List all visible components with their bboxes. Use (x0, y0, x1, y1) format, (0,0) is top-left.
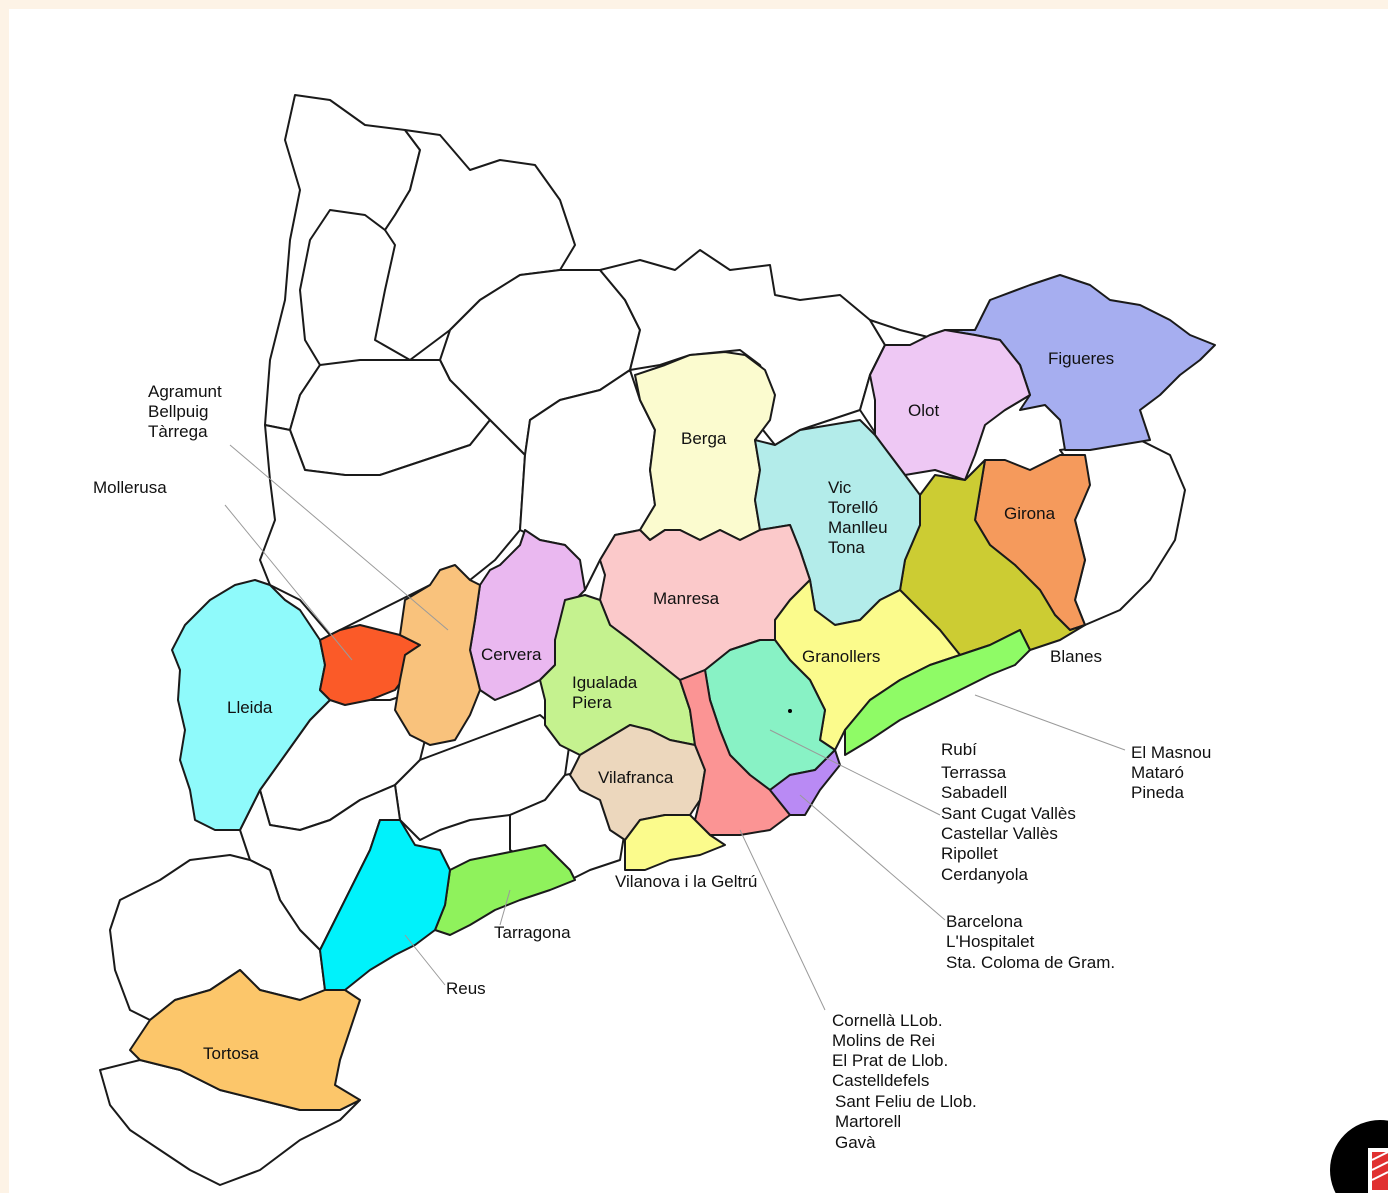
label-igualada-1: Igualada (572, 673, 638, 692)
label-cervera: Cervera (481, 645, 542, 664)
label-berga: Berga (681, 429, 727, 448)
leader-maresme (974, 694, 1126, 751)
region-ripolles[interactable] (599, 249, 886, 446)
region-tarragona[interactable] (434, 844, 576, 936)
label-terrassa-3: Sabadell (941, 783, 1007, 802)
label-barcelona-2: L'Hospitalet (946, 932, 1035, 951)
leader-mollerusa (224, 504, 353, 661)
logo-icon (1330, 1120, 1388, 1193)
region-tarrega[interactable] (394, 564, 481, 746)
label-reus: Reus (446, 979, 486, 998)
label-tarragona: Tarragona (494, 923, 571, 942)
label-granollers: Granollers (802, 647, 880, 666)
coloured-regions (129, 274, 1216, 1111)
label-tarrega-2: Bellpuig (148, 402, 209, 421)
region-reus[interactable] (319, 819, 451, 991)
label-terrassa-4: Sant Cugat Vallès (941, 804, 1076, 823)
label-vic-1: Vic (828, 478, 852, 497)
label-girona: Girona (1004, 504, 1056, 523)
label-maresme-1: El Masnou (1131, 743, 1211, 762)
label-maresme-3: Pineda (1131, 783, 1184, 802)
label-terrassa-5: Castellar Vallès (941, 824, 1058, 843)
label-terrassa-6: Ripollet (941, 844, 998, 863)
label-tarrega-3: Tàrrega (148, 422, 208, 441)
label-mollerusa: Mollerusa (93, 478, 167, 497)
label-terrassa-1: Rubí (941, 740, 977, 759)
leader-cornella (739, 829, 826, 1011)
city-dot (788, 709, 792, 713)
label-barcelona-1: Barcelona (946, 912, 1023, 931)
label-tortosa: Tortosa (203, 1044, 259, 1063)
label-vilanova: Vilanova i la Geltrú (615, 872, 757, 891)
map-labels: Figueres Olot Berga Girona Vic Torelló M… (93, 349, 1211, 1152)
label-terrassa-2: Terrassa (941, 763, 1007, 782)
leader-tarrega (229, 444, 449, 631)
label-vic-4: Tona (828, 538, 865, 557)
region-vilanova[interactable] (624, 814, 726, 871)
label-vilafranca: Vilafranca (598, 768, 674, 787)
label-cornella-5: Sant Feliu de Llob. (835, 1092, 977, 1111)
label-terrassa-7: Cerdanyola (941, 865, 1028, 884)
label-cornella-6: Martorell (835, 1112, 901, 1131)
label-tarrega-1: Agramunt (148, 382, 222, 401)
label-olot: Olot (908, 401, 939, 420)
region-cornella[interactable] (679, 669, 791, 836)
label-vic-3: Manlleu (828, 518, 888, 537)
label-cornella-2: Molins de Rei (832, 1031, 935, 1050)
leader-tarragona (499, 889, 511, 926)
leader-reus (404, 934, 446, 986)
region-lleida[interactable] (171, 579, 331, 831)
label-cornella-3: El Prat de Llob. (832, 1051, 948, 1070)
label-igualada-2: Piera (572, 693, 612, 712)
label-figueres: Figueres (1048, 349, 1114, 368)
region-maresme[interactable] (844, 629, 1031, 756)
label-manresa: Manresa (653, 589, 720, 608)
label-vic-2: Torelló (828, 498, 878, 517)
label-cornella-4: Castelldefels (832, 1071, 929, 1090)
label-blanes: Blanes (1050, 647, 1102, 666)
uncoloured-regions (99, 94, 1186, 1186)
region-tortosa[interactable] (129, 969, 361, 1111)
label-cornella-1: Cornellà LLob. (832, 1011, 943, 1030)
leader-lines (224, 444, 1126, 1011)
label-maresme-2: Mataró (1131, 763, 1184, 782)
label-lleida: Lleida (227, 698, 273, 717)
leader-terrassa (769, 729, 941, 816)
label-cornella-7: Gavà (835, 1133, 876, 1152)
region-olot[interactable] (869, 329, 1031, 481)
label-barcelona-3: Sta. Coloma de Gram. (946, 953, 1115, 972)
leader-barcelona (799, 794, 946, 921)
